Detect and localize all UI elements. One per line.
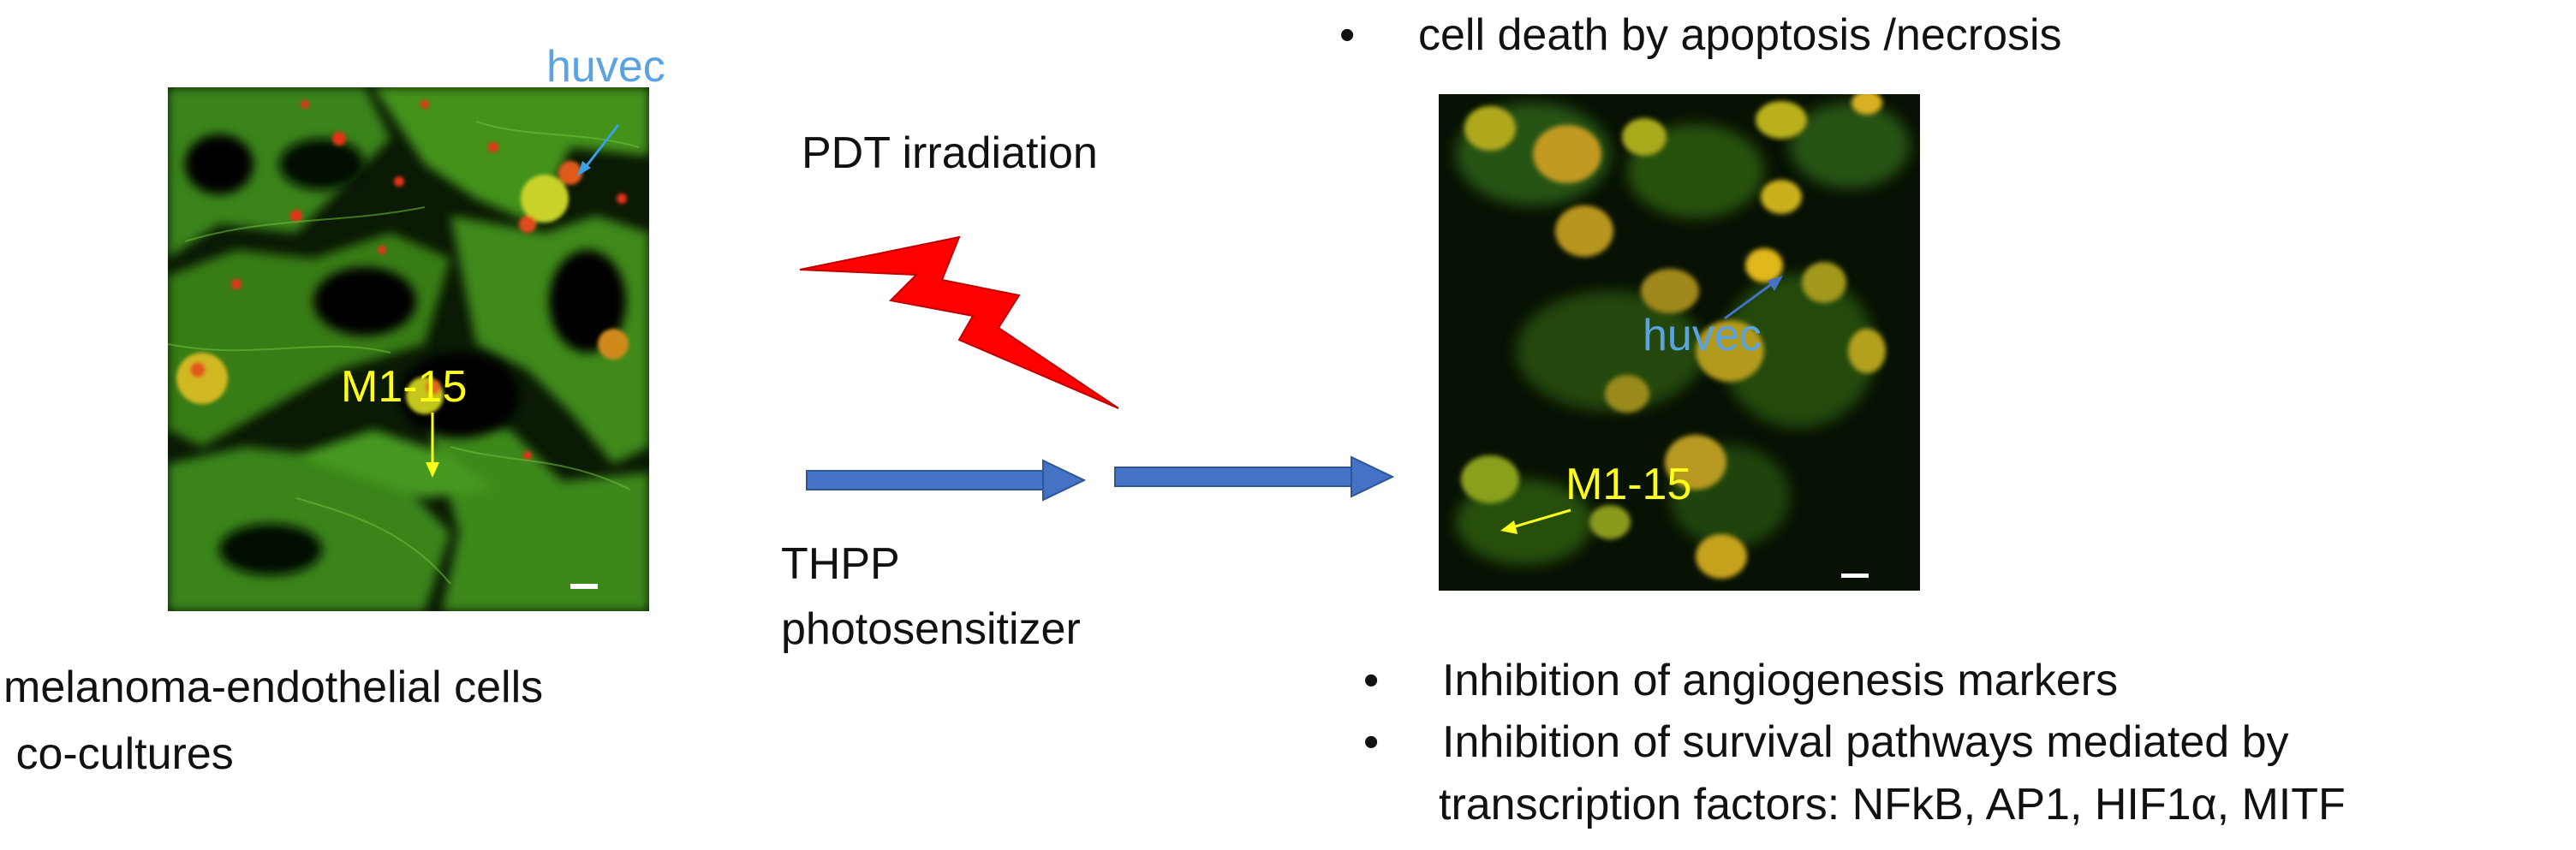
pdt-irradiation-label: PDT irradiation	[802, 128, 1098, 178]
outcome-top-list: • cell death by apoptosis /necrosis	[1336, 9, 2062, 62]
right-micrograph-image	[1439, 94, 1920, 591]
left-m115-arrow	[426, 413, 439, 478]
left-micrograph	[168, 87, 649, 611]
right-blue-arrow	[1114, 455, 1395, 498]
right-m115-label: M1-15	[1565, 460, 1692, 509]
left-caption-line-1: melanoma-endothelial cells	[3, 663, 544, 712]
thpp-label-line-1: THPP	[781, 539, 900, 589]
right-scale-bar	[1841, 574, 1869, 578]
thpp-label-line-2: photosensitizer	[781, 604, 1081, 654]
outcome-bottom-item: • Inhibition of survival pathways mediat…	[1360, 716, 2346, 769]
outcome-top-text: cell death by apoptosis /necrosis	[1418, 10, 2062, 60]
outcome-angiogenesis-text: Inhibition of angiogenesis markers	[1442, 656, 2119, 705]
outcome-survival-text: Inhibition of survival pathways mediated…	[1442, 717, 2289, 768]
outcome-top-item: • cell death by apoptosis /necrosis	[1336, 9, 2062, 62]
right-huvec-label: huvec	[1643, 311, 1762, 360]
outcome-bottom-item: • Inhibition of angiogenesis markers	[1360, 654, 2346, 707]
right-m115-arrow	[1500, 508, 1571, 534]
bullet: •	[1363, 717, 1380, 768]
right-micrograph	[1439, 94, 1920, 591]
lightning-bolt-icon	[799, 235, 1119, 409]
left-m115-label: M1-15	[341, 362, 468, 412]
left-blue-arrow	[806, 459, 1087, 502]
left-scale-bar	[570, 584, 598, 589]
left-huvec-arrow	[577, 124, 620, 176]
left-caption-line-2: co-cultures	[3, 729, 234, 779]
left-micrograph-image	[168, 87, 649, 611]
outcome-survival-continuation: transcription factors: NFkB, AP1, HIF1α,…	[1439, 779, 2346, 829]
bullet: •	[1363, 656, 1380, 705]
outcome-bottom-list: • Inhibition of angiogenesis markers • I…	[1360, 654, 2346, 831]
right-huvec-arrow	[1724, 276, 1783, 320]
bullet: •	[1339, 10, 1356, 60]
left-huvec-label: huvec	[546, 42, 665, 92]
